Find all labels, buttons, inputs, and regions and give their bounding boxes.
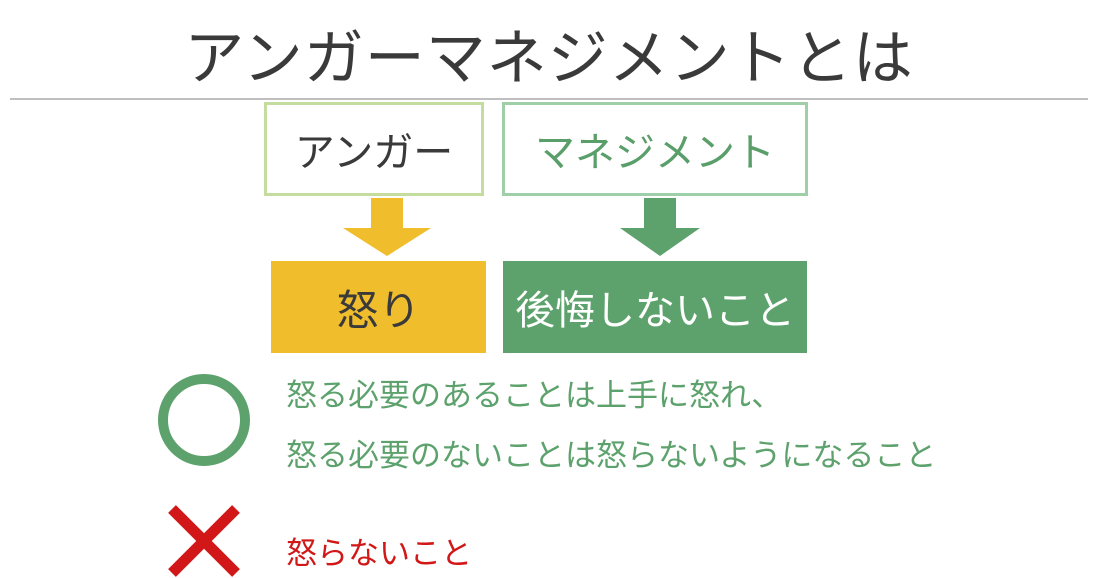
anger-meaning-box: 怒り [271, 261, 486, 353]
management-meaning-label: 後悔しないこと [515, 288, 795, 334]
bad-description: 怒らないこと [286, 536, 472, 572]
good-description-line-1: 怒る必要のあることは上手に怒れ、 [286, 378, 783, 414]
down-arrow-icon [343, 198, 431, 256]
circle-icon [158, 374, 250, 466]
anger-word-box: アンガー [264, 102, 484, 196]
management-word-box: マネジメント [502, 102, 808, 196]
anger-meaning-label: 怒り [336, 285, 421, 335]
anger-word-label: アンガー [294, 130, 454, 176]
management-meaning-box: 後悔しないこと [503, 261, 807, 353]
cross-icon [168, 505, 240, 577]
management-word-label: マネジメント [535, 130, 775, 176]
title-divider [10, 98, 1088, 100]
good-description-line-2: 怒る必要のないことは怒らないようになること [286, 438, 937, 474]
down-arrow-icon [620, 198, 700, 256]
slide-title: アンガーマネジメントとは [184, 24, 914, 94]
